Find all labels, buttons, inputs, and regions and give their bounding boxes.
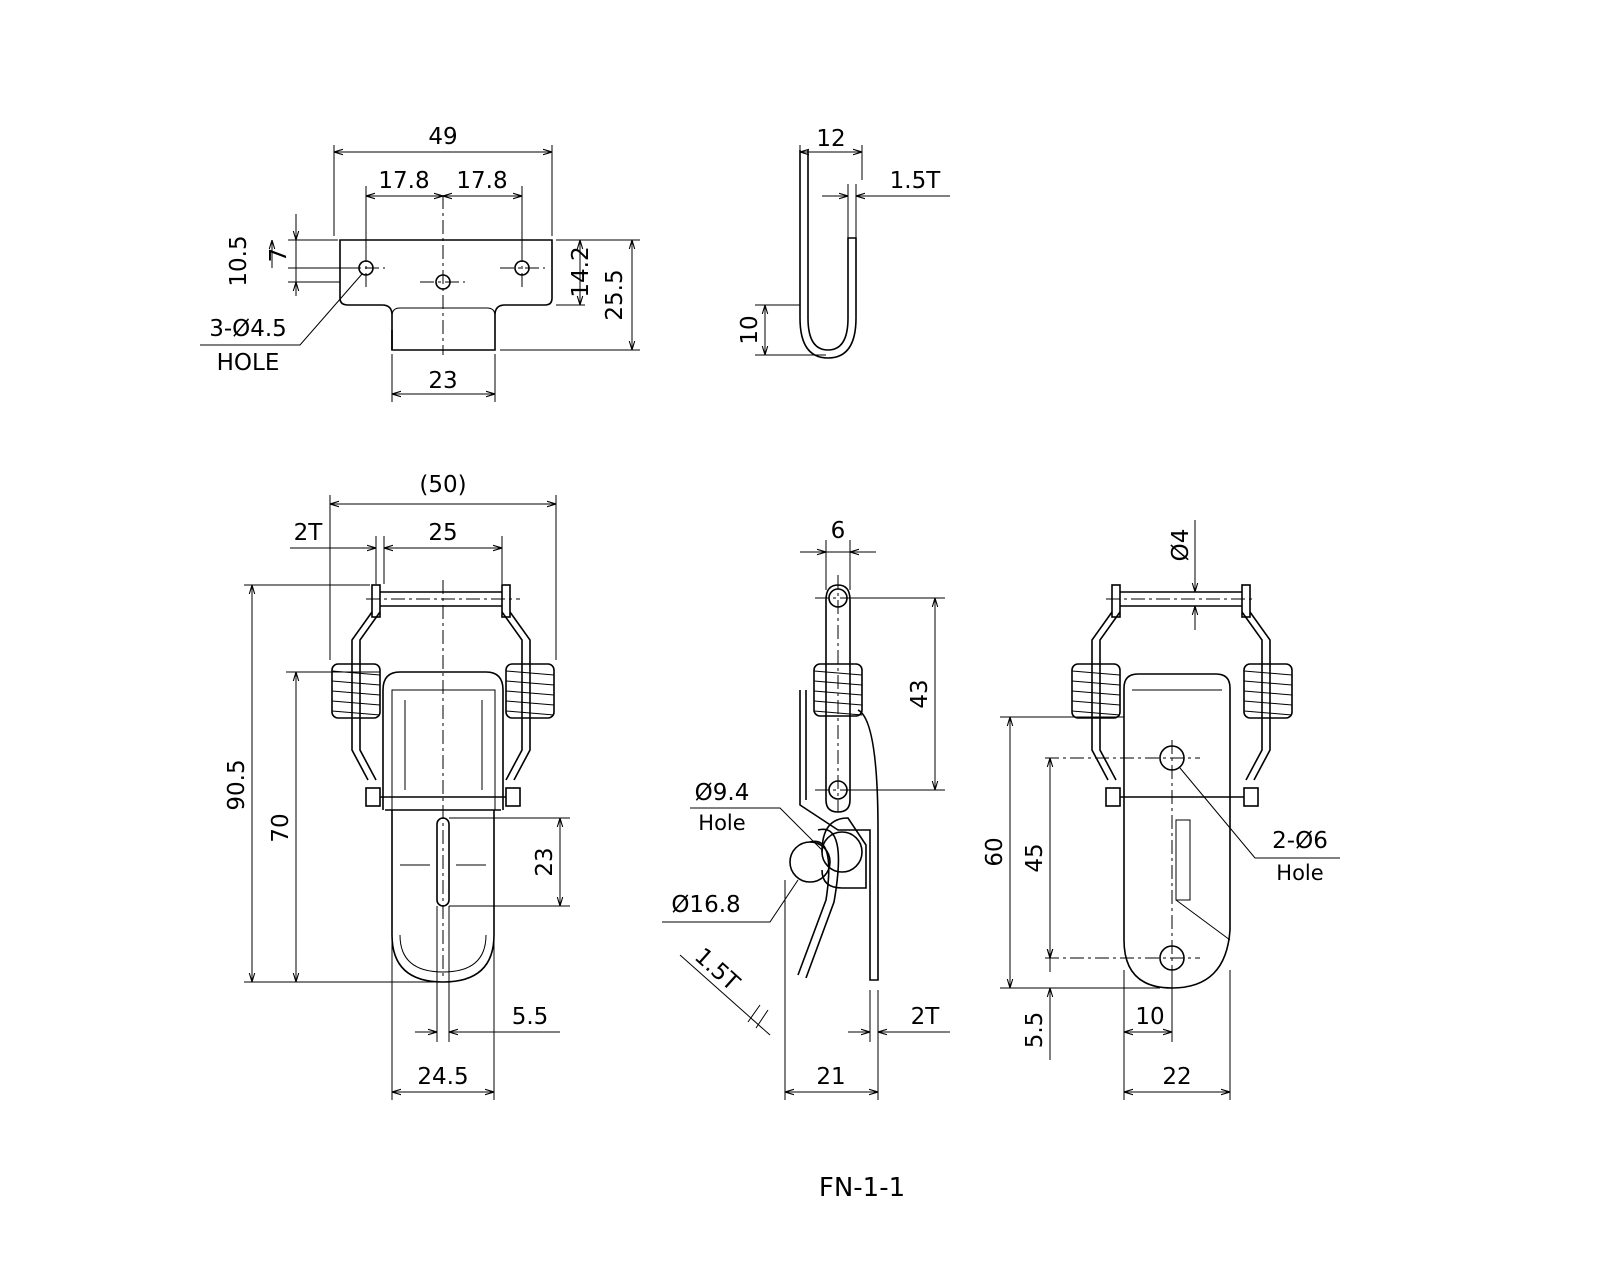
dim-text: 14.2	[568, 246, 594, 297]
spring-right	[505, 663, 555, 719]
dim-text: 90.5	[224, 759, 250, 810]
dim-text: 2T	[294, 520, 324, 546]
spring-left	[331, 663, 381, 719]
dim-hook-heights: 14.2 25.5	[500, 239, 640, 351]
dim-side-top: 6	[800, 518, 876, 590]
dim-side-pivot: 43	[848, 597, 945, 791]
hole-note-large: Ø16.8	[671, 892, 740, 918]
dim-hook-depth: 12	[799, 126, 863, 180]
dim-text: 12	[816, 126, 845, 152]
latch-lever	[391, 810, 495, 983]
dim-text: 6	[831, 518, 846, 544]
latch-back-view: Ø4 60 45 5.5 10 22 2-Ø6 Hole	[982, 520, 1340, 1100]
dim-text: 10.5	[226, 235, 252, 286]
dim-text: 45	[1022, 843, 1048, 872]
dim-text: (50)	[419, 472, 466, 498]
dim-text: 60	[982, 837, 1008, 866]
hole-note-sub: HOLE	[217, 350, 280, 376]
dim-text: 49	[428, 124, 457, 150]
hook-side-view: 12 1.5T 10	[737, 126, 950, 359]
latch-side-view: 6 43 2T 21 1.5T Ø9.4 Hole Ø16	[662, 518, 950, 1100]
drawing-title: FN-1-1	[819, 1173, 905, 1203]
hole-note-back: 2-Ø6	[1272, 828, 1328, 854]
dim-text: 24.5	[417, 1064, 468, 1090]
dim-hook-tab: 23	[391, 354, 496, 402]
dim-back-offset: 5.5	[1022, 945, 1050, 1060]
latch-front-view: (50) 2T 25 90.5 70 23	[224, 472, 570, 1100]
dim-text: 7	[266, 248, 292, 263]
dim-hook-pitch: 17.8 17.8	[365, 168, 523, 258]
dim-text: 70	[268, 813, 294, 842]
dim-back-hole-offset: 10 22	[1123, 970, 1231, 1100]
dim-text: 25	[428, 520, 457, 546]
hole-note-small-sub: Hole	[698, 811, 745, 835]
hook-profile	[799, 150, 857, 359]
dim-text: 22	[1162, 1064, 1191, 1090]
latch-housing	[382, 671, 504, 810]
dim-text: 2T	[911, 1004, 941, 1030]
dim-front-slot: 23	[449, 817, 570, 907]
dim-front-slot-width: 5.5	[415, 906, 560, 1042]
dim-side-plate: 2T	[848, 990, 950, 1042]
dim-back-heights: 60 45	[982, 716, 1160, 989]
dim-front-overall: (50)	[329, 472, 557, 660]
dim-text: 17.8	[378, 168, 429, 194]
hole-note-small: Ø9.4	[695, 780, 750, 806]
dim-text: 5.5	[1022, 1012, 1048, 1049]
hole-note: 3-Ø4.5	[209, 316, 287, 342]
dim-text: 10	[737, 315, 763, 344]
side-lever	[797, 828, 840, 979]
dim-hook-thickness: 1.5T	[822, 168, 950, 238]
dim-hook-hole-offsets: 10.5 7	[226, 214, 360, 296]
lever-slot	[436, 817, 450, 907]
dim-back-pin: Ø4	[1168, 520, 1195, 630]
dim-side-lever: 1.5T	[679, 943, 771, 1036]
dim-front-heights: 90.5 70	[224, 584, 440, 983]
dim-text: 43	[907, 679, 933, 708]
dim-text: 17.8	[456, 168, 507, 194]
hole-note-back-sub: Hole	[1276, 861, 1323, 885]
dim-text: 23	[532, 847, 558, 876]
dim-text: 25.5	[602, 269, 628, 320]
dim-text: 23	[428, 368, 457, 394]
dim-text: 21	[816, 1064, 845, 1090]
dim-hook-bend: 10	[737, 304, 826, 356]
dim-front-base: 24.5	[391, 940, 495, 1100]
dim-text: 1.5T	[890, 168, 942, 194]
dim-text: 5.5	[512, 1004, 549, 1030]
dim-side-depth: 21	[784, 880, 879, 1100]
hook-plate-outline	[339, 239, 553, 351]
dim-front-span: 2T 25	[290, 520, 503, 584]
dim-text: 10	[1135, 1004, 1164, 1030]
dim-text: Ø4	[1168, 529, 1194, 562]
dim-hook-width: 49	[333, 124, 553, 236]
hook-top-view: 49 17.8 17.8 10.5 7 14.2 25.5	[200, 124, 640, 402]
